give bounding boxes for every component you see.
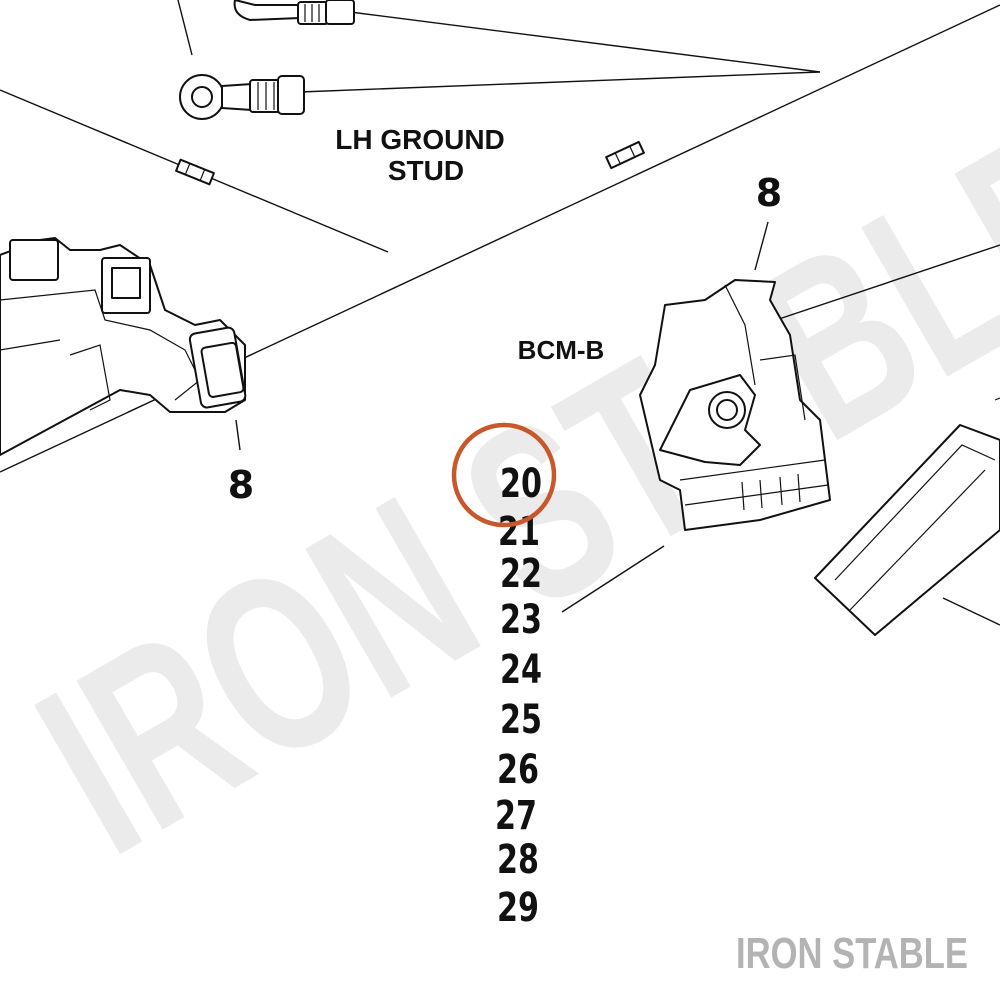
ground-label-line1: LH GROUND — [335, 124, 505, 155]
pin-number-27: 27 — [495, 793, 537, 839]
highlight-circle — [451, 422, 557, 528]
ring-terminal-lower — [179, 74, 305, 120]
wire-right-bcm — [769, 244, 1000, 323]
bcm-label: BCM-B — [518, 335, 605, 365]
wire-lower-ring — [299, 71, 821, 93]
leader-8-right — [754, 221, 769, 271]
inline-splice-left — [175, 158, 215, 186]
leader-8-left — [235, 419, 241, 451]
pin-number-23: 23 — [500, 597, 542, 643]
inline-splice-right — [605, 140, 645, 170]
wire-upper-ring — [349, 11, 821, 73]
pin-number-28: 28 — [497, 837, 539, 883]
pin-number-20: 20 — [500, 461, 542, 507]
pin-number-25: 25 — [500, 697, 542, 743]
bcm-b-connector — [639, 279, 831, 531]
ref-number-top-right: 8 — [756, 171, 782, 215]
leader-pins — [561, 545, 665, 613]
ref-number-left: 8 — [228, 463, 254, 507]
brand-watermark: IRON STABLE — [736, 929, 968, 978]
ground-label-line2: STUD — [388, 155, 464, 186]
ring-terminal-upper — [233, 0, 355, 25]
right-module — [814, 397, 1000, 636]
pin-number-26: 26 — [497, 747, 539, 793]
left-connector — [0, 237, 247, 456]
leader-right-module — [942, 597, 1000, 626]
pin-number-22: 22 — [500, 551, 542, 597]
pin-number-24: 24 — [500, 647, 542, 693]
pin-number-29: 29 — [497, 885, 539, 931]
wire-leader-ground-top — [177, 0, 193, 56]
